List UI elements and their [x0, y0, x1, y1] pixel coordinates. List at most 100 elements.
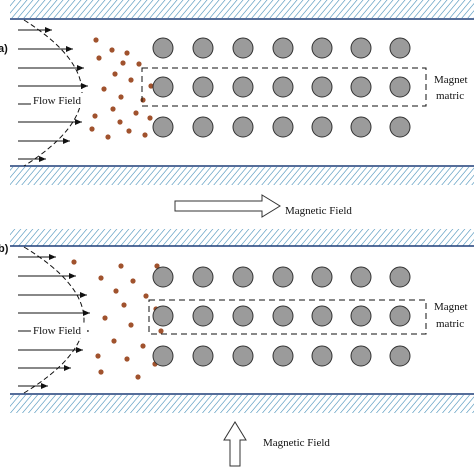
matrix-rod: [232, 116, 254, 138]
matrix-rod: [192, 116, 214, 138]
matrix-rod: [272, 37, 294, 59]
particle: [93, 37, 99, 43]
matrix-rod: [389, 116, 411, 138]
matrix-rod: [311, 266, 333, 288]
particle: [140, 343, 146, 349]
particle: [96, 55, 102, 61]
panel-a-label: a): [0, 43, 8, 55]
matrix-rod: [232, 345, 254, 367]
matrix-rod: [389, 37, 411, 59]
magnetic-field-arrow-right: [174, 194, 281, 218]
velocity-profile-curve: [23, 246, 85, 394]
arrow-up-icon: [223, 421, 247, 467]
particle: [135, 374, 141, 380]
matrix-selection-box: [141, 67, 427, 107]
particle: [120, 60, 126, 66]
matrix-rod: [389, 76, 411, 98]
particle: [101, 86, 107, 92]
particle: [98, 275, 104, 281]
magnetic-matrix-grid: [152, 266, 411, 367]
matrix-selection-box: [148, 299, 427, 335]
particle: [109, 47, 115, 53]
particle: [118, 94, 124, 100]
flow-label-bg: [31, 93, 87, 108]
particle: [92, 113, 98, 119]
matrix-rod: [152, 116, 174, 138]
matrix-rod: [272, 266, 294, 288]
flow-label-bg: [31, 323, 87, 338]
matrix-rod: [272, 345, 294, 367]
matrix-rod: [232, 76, 254, 98]
magnetic-field-label-a: Magnetic Field: [285, 205, 352, 217]
magnetic-matrices-label-line1: Magnet: [434, 74, 468, 86]
matrix-rod: [272, 305, 294, 327]
top-wall-hatch: [10, 229, 474, 246]
particle: [98, 369, 104, 375]
magnetic-matrix-grid: [152, 37, 411, 138]
particle: [148, 83, 154, 89]
matrix-rod: [350, 305, 372, 327]
magnetic-particles: [71, 259, 164, 380]
matrix-rod: [311, 116, 333, 138]
particle: [110, 106, 116, 112]
matrix-rod: [152, 266, 174, 288]
particle: [143, 293, 149, 299]
particle: [142, 132, 148, 138]
flow-arrows: [18, 254, 90, 389]
particle: [121, 302, 127, 308]
matrix-rod: [192, 37, 214, 59]
particle: [118, 263, 124, 269]
matrix-rod: [272, 76, 294, 98]
matrix-rod: [350, 266, 372, 288]
matrix-rod: [350, 76, 372, 98]
matrix-rod: [311, 37, 333, 59]
matrix-rod: [152, 76, 174, 98]
matrix-rod: [232, 37, 254, 59]
matrix-rod: [152, 37, 174, 59]
bottom-wall-hatch: [10, 167, 474, 185]
matrix-rod: [350, 345, 372, 367]
particle: [133, 110, 139, 116]
matrix-rod: [389, 305, 411, 327]
magnetic-field-arrow-up: [223, 421, 247, 467]
particle: [140, 97, 146, 103]
particle: [112, 71, 118, 77]
particle: [113, 288, 119, 294]
particle: [89, 126, 95, 132]
particle: [124, 50, 130, 56]
particle: [128, 77, 134, 83]
particle: [130, 278, 136, 284]
matrix-rod: [389, 266, 411, 288]
matrix-rod: [232, 305, 254, 327]
panel-b: b) Flow Field: [0, 229, 474, 467]
matrix-rod: [192, 266, 214, 288]
particle: [154, 263, 160, 269]
magnetic-particles: [89, 37, 154, 140]
matrix-rod: [311, 305, 333, 327]
flow-field-label: Flow Field: [33, 325, 81, 337]
particle: [147, 115, 153, 121]
matrix-rod: [272, 116, 294, 138]
particle: [136, 61, 142, 67]
bottom-wall-hatch: [10, 395, 474, 413]
particle: [128, 322, 134, 328]
magnetic-matrices-label-line2: matric: [436, 318, 464, 330]
panel-b-label: b): [0, 243, 9, 255]
particle: [111, 338, 117, 344]
matrix-rod: [152, 305, 174, 327]
particle: [105, 134, 111, 140]
magnetic-matrices-label-line1: Magnet: [434, 301, 468, 313]
matrix-rod: [350, 116, 372, 138]
magnetic-matrices-label-line2: matric: [436, 90, 464, 102]
flow-field-label: Flow Field: [33, 95, 81, 107]
matrix-rod: [192, 76, 214, 98]
particle: [117, 119, 123, 125]
matrix-rod: [152, 345, 174, 367]
top-wall-hatch: [10, 0, 474, 18]
matrix-rod: [311, 345, 333, 367]
matrix-rod: [350, 37, 372, 59]
panel-a: a) Flow Field: [0, 0, 474, 218]
arrow-right-icon: [174, 194, 281, 218]
matrix-rod: [192, 345, 214, 367]
